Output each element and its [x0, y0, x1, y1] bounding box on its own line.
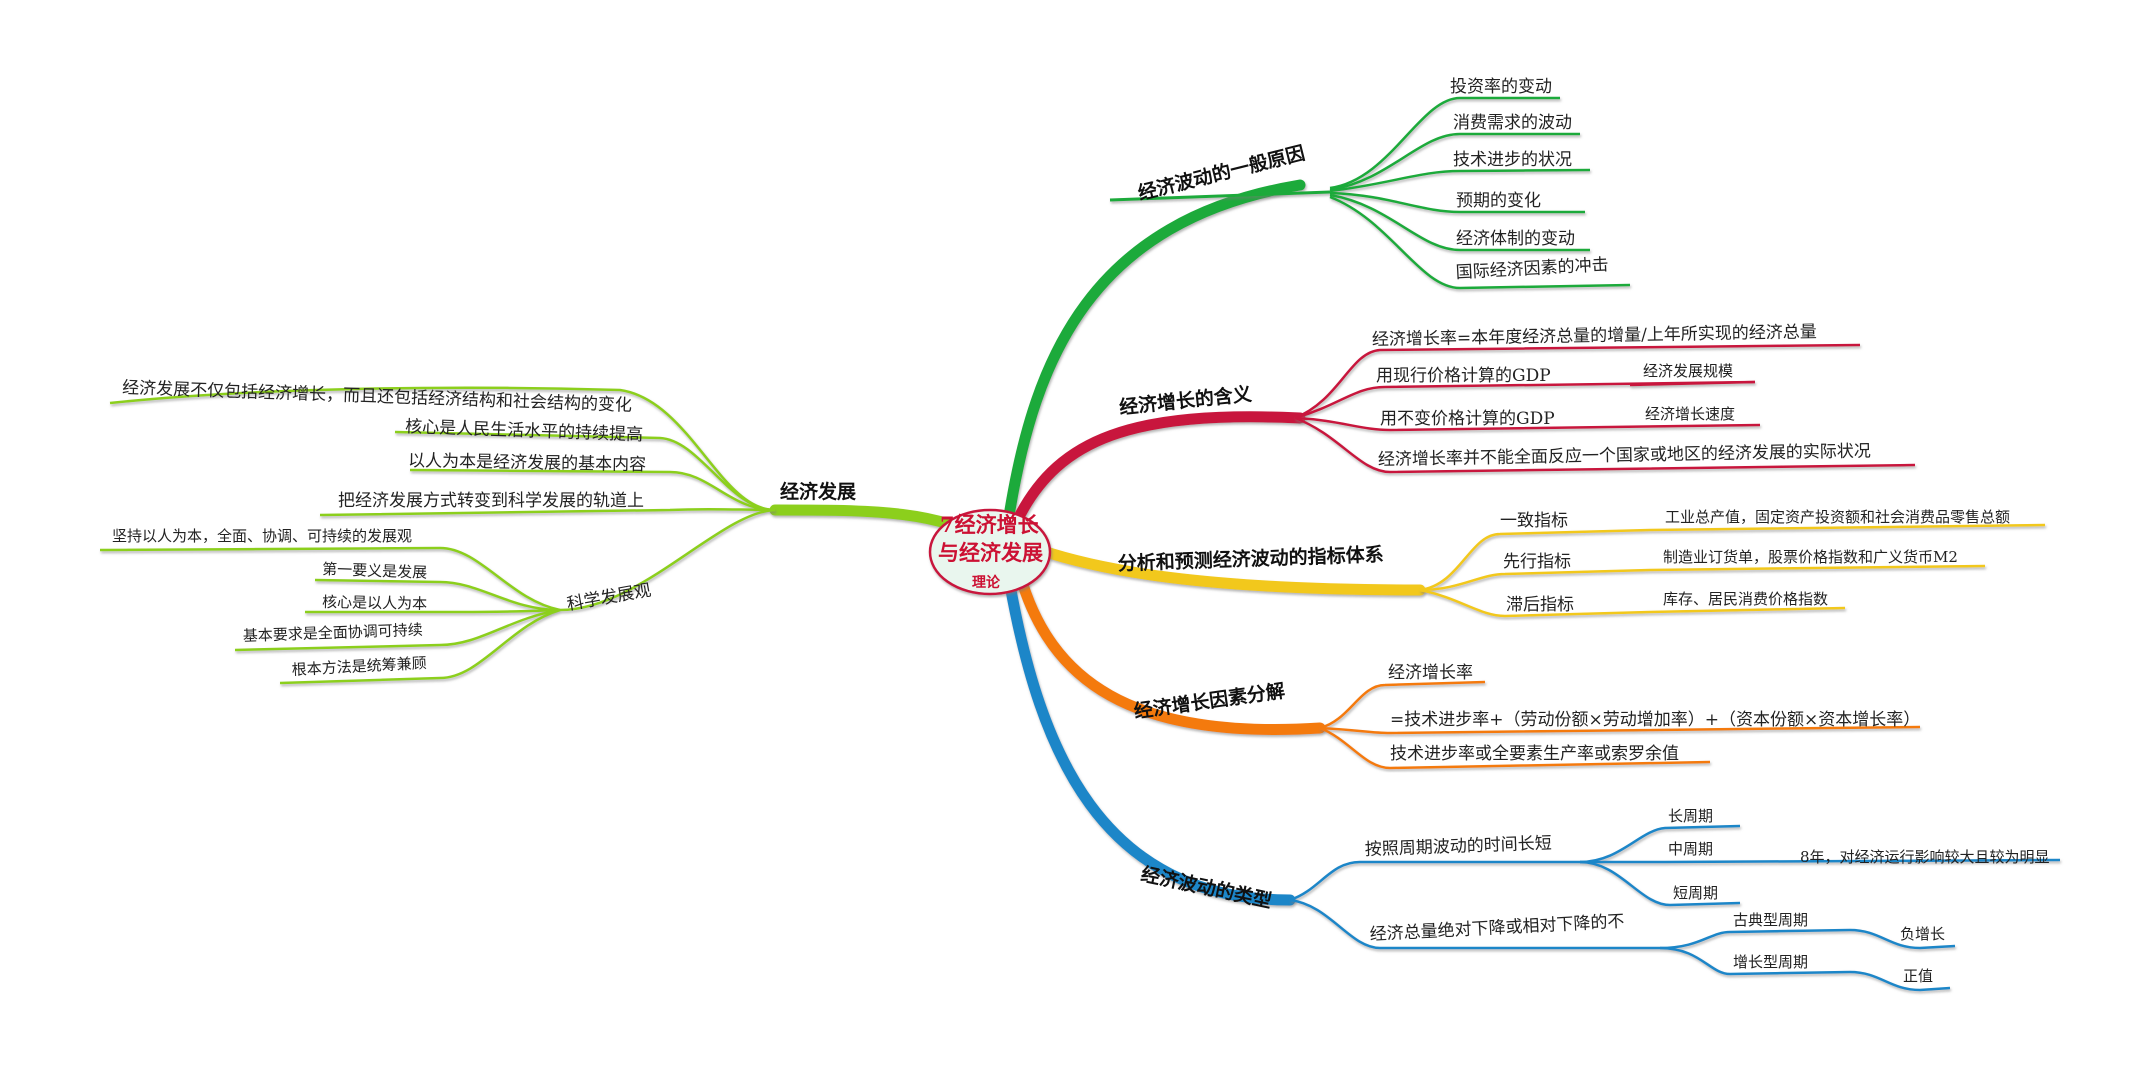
types-group1-item: 短周期	[1673, 884, 1718, 902]
trunk-decomposition	[1014, 569, 1326, 735]
causes-item: 经济体制的变动	[1456, 229, 1575, 249]
decomposition-item: 技术进步率或全要素生产率或索罗余值	[1390, 744, 1679, 764]
branch-causes	[1109, 96, 1631, 290]
types-group2-note: 负增长	[1900, 925, 1945, 943]
causes-item: 消费需求的波动	[1453, 113, 1572, 133]
center-title-line3: 理论	[972, 574, 1001, 591]
decomposition-title: 经济增长因素分解	[1132, 679, 1286, 723]
types-group2: 经济总量绝对下降或相对下降的不	[1369, 912, 1625, 945]
decomposition-item: =技术进步率+（劳动份额×劳动增加率）+（资本份额×资本增长率）	[1390, 710, 1920, 730]
sci-item: 第一要义是发展	[322, 560, 428, 582]
branch-indicators	[1419, 523, 2046, 618]
causes-item: 投资率的变动	[1450, 77, 1552, 97]
types-group2-note: 正值	[1903, 967, 1933, 985]
meaning-sub1: 经济发展规模	[1643, 362, 1733, 380]
development-item: 经济发展不仅包括经济增长，而且还包括经济结构和社会结构的变化	[122, 378, 632, 416]
branch-types	[1289, 824, 2061, 992]
development-item: 以人为本是经济发展的基本内容	[408, 451, 646, 475]
types-group1-item: 中周期	[1668, 840, 1713, 858]
decomposition-item: 经济增长率	[1388, 663, 1473, 683]
causes-item: 国际经济因素的冲击	[1455, 255, 1609, 283]
types-group1-item: 长周期	[1668, 807, 1713, 825]
branch-development	[99, 386, 776, 685]
center-title-line1: 7经济增长	[940, 512, 1040, 537]
indicator-item: 一致指标	[1500, 511, 1568, 531]
sci-item: 核心是以人为本	[322, 593, 427, 613]
meaning-item: 用现行价格计算的GDP	[1376, 366, 1551, 386]
center-title-line2: 与经济发展	[938, 540, 1043, 565]
trunk-causes	[1004, 179, 1306, 516]
causes-item: 技术进步的状况	[1453, 150, 1572, 170]
trunk-types	[1004, 579, 1296, 906]
indicator-item: 滞后指标	[1506, 595, 1574, 615]
development-item: 核心是人民生活水平的持续提高	[405, 417, 644, 445]
sci-title: 科学发展观	[565, 580, 652, 614]
sci-item: 坚持以人为本，全面、协调、可持续的发展观	[112, 527, 412, 545]
types-group1-note: 8年，对经济运行影响较大且较为明显	[1800, 848, 2050, 866]
types-title: 经济波动的类型	[1139, 862, 1274, 912]
causes-item: 预期的变化	[1456, 191, 1541, 211]
center-bubble	[928, 508, 1052, 596]
trunk-indicators	[1034, 544, 1426, 596]
types-group2-item: 古典型周期	[1733, 911, 1808, 929]
indicator-detail: 库存、居民消费价格指数	[1663, 590, 1828, 608]
types-group2-item: 增长型周期	[1733, 953, 1808, 971]
development-title: 经济发展	[780, 480, 856, 503]
indicator-item: 先行指标	[1503, 552, 1571, 572]
development-item: 把经济发展方式转变到科学发展的轨道上	[338, 491, 644, 511]
sci-item: 根本方法是统筹兼顾	[291, 654, 427, 679]
branch-decomposition	[1319, 680, 1921, 770]
indicators-title: 分析和预测经济波动的指标体系	[1117, 543, 1384, 575]
trunks	[769, 179, 1426, 906]
meaning-item: 用不变价格计算的GDP	[1380, 409, 1555, 429]
trunk-meaning	[1014, 411, 1306, 521]
branch-meaning	[1294, 343, 1916, 474]
center-node[interactable]: 7经济增长 与经济发展 理论	[928, 508, 1052, 596]
indicator-detail: 制造业订货单，股票价格指数和广义货币M2	[1663, 548, 1958, 566]
types-group1: 按照周期波动的时间长短	[1364, 833, 1552, 860]
sci-item: 基本要求是全面协调可持续	[243, 621, 424, 645]
meaning-sub2: 经济增长速度	[1645, 405, 1735, 423]
indicator-detail: 工业总产值，固定资产投资额和社会消费品零售总额	[1665, 508, 2010, 526]
